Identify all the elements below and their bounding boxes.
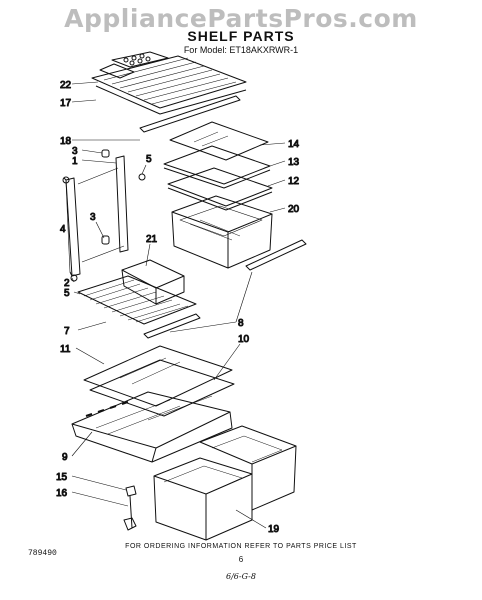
rod-16[interactable]	[123, 495, 137, 531]
site-watermark: AppliancePartsPros.com	[64, 4, 418, 33]
document-number: 789490	[28, 549, 57, 558]
callout-13: 13	[288, 157, 300, 168]
page-title: SHELF PARTS	[187, 28, 295, 44]
callout-3-top: 3	[72, 146, 78, 157]
handwritten-note: 6/6-G-8	[226, 572, 256, 581]
crisper-drawers-19[interactable]	[153, 425, 297, 541]
callout-15: 15	[56, 472, 68, 483]
trim-bar-8[interactable]	[143, 313, 201, 339]
callout-19: 19	[268, 524, 280, 535]
callout-14: 14	[288, 139, 300, 150]
egg-tray	[111, 51, 169, 68]
shelf-trim-18[interactable]	[139, 95, 241, 133]
clip-3-mid[interactable]	[101, 235, 110, 245]
callout-8: 8	[238, 318, 244, 329]
page-number: 6	[238, 555, 244, 564]
callout-7: 7	[64, 326, 70, 337]
clip-3-top[interactable]	[101, 149, 110, 158]
callout-5-bottom: 5	[64, 288, 70, 299]
callout-5-top: 5	[146, 154, 152, 165]
callout-12: 12	[288, 176, 300, 187]
glass-shelf-11[interactable]	[83, 345, 233, 407]
callout-17: 17	[60, 98, 72, 109]
callout-4: 4	[60, 224, 66, 235]
bin-21[interactable]	[121, 259, 185, 305]
wire-shelf-top[interactable]	[91, 51, 247, 115]
shelf-ladder-4[interactable]	[63, 177, 81, 277]
crisper-cover-9[interactable]	[71, 391, 233, 463]
clip-2[interactable]	[70, 274, 78, 282]
glass-shelf-14[interactable]	[169, 121, 269, 161]
callout-11: 11	[60, 344, 71, 355]
ordering-info: FOR ORDERING INFORMATION REFER TO PARTS …	[125, 543, 357, 550]
model-subtitle: For Model: ET18AKXRWR-1	[183, 45, 299, 55]
drawer-20[interactable]	[171, 195, 273, 269]
callout-22: 22	[60, 80, 72, 91]
shelf-ladder-1[interactable]	[115, 155, 129, 253]
callout-21: 21	[146, 234, 158, 245]
callout-16: 16	[56, 488, 68, 499]
trim-bar-right[interactable]	[245, 239, 307, 271]
frame-10[interactable]	[89, 359, 235, 417]
callout-20: 20	[288, 204, 300, 215]
wire-shelf-7[interactable]	[77, 275, 197, 325]
drawer-stop-15[interactable]	[125, 485, 137, 497]
shelf-frame-12[interactable]	[167, 167, 273, 211]
callout-9: 9	[62, 452, 68, 463]
callout-1: 1	[72, 156, 78, 167]
clip-5-top[interactable]	[138, 173, 146, 181]
callout-18: 18	[60, 136, 72, 147]
callout-2: 2	[64, 278, 70, 289]
callout-10: 10	[238, 334, 250, 345]
callout-3-mid: 3	[90, 212, 96, 223]
